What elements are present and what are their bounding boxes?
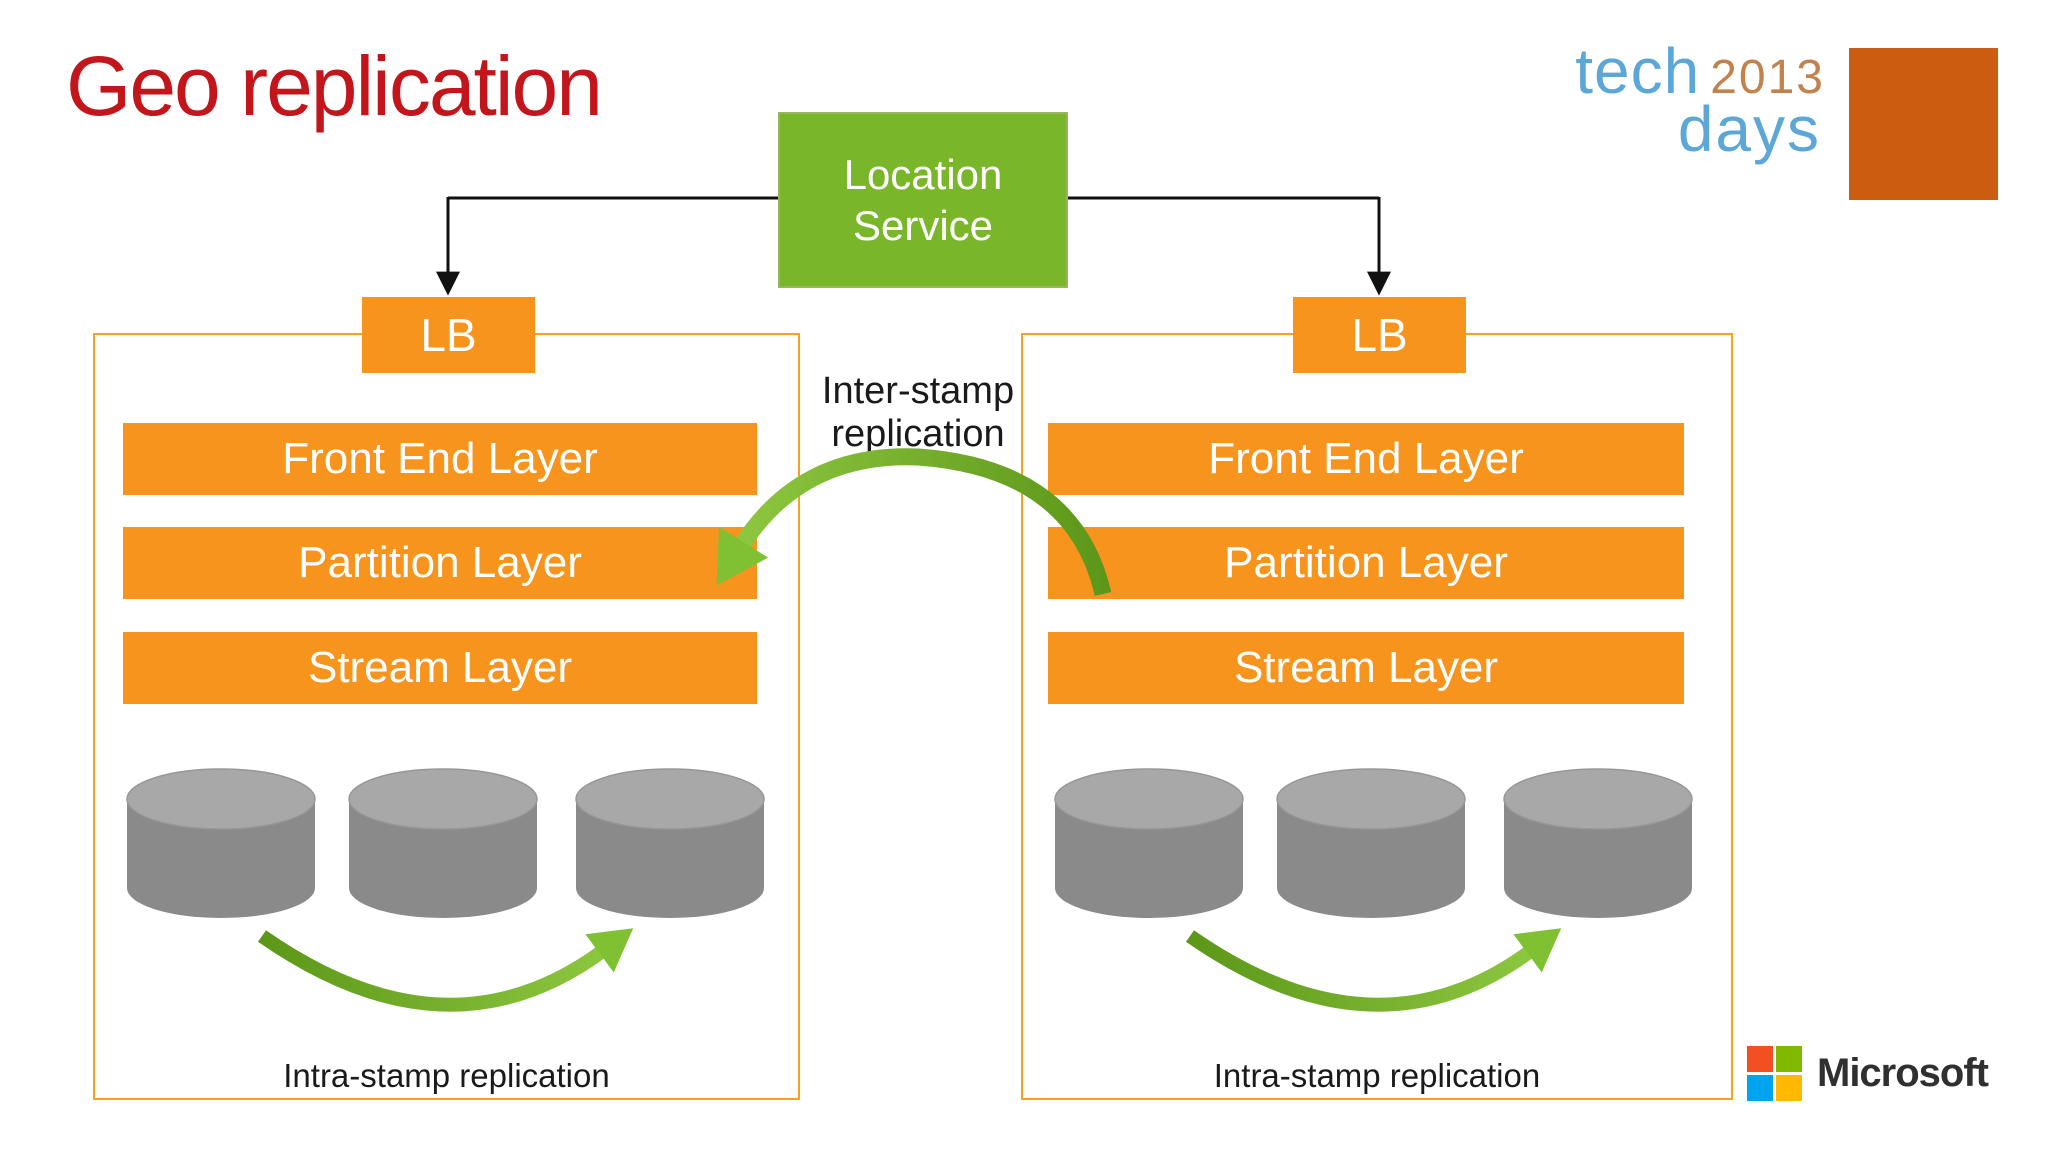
front-end-layer-right: Front End Layer [1048,423,1684,495]
intra-stamp-replication-label-left: Intra-stamp replication [283,1057,610,1094]
intra-stamp-replication-label-right: Intra-stamp replication [1213,1057,1541,1094]
load-balancer-left: LB [362,297,535,373]
inter-stamp-replication-line2: replication [831,412,1005,455]
techdays-logo: tech 2013 days [1540,34,1825,166]
partition-layer-right: Partition Layer [1048,527,1684,599]
microsoft-square-red [1747,1046,1773,1072]
techdays-logo-days: days [1677,93,1821,165]
location-service-label: Location Service [843,150,1003,249]
front-end-layer-left: Front End Layer [123,423,757,495]
stream-layer-left: Stream Layer [123,632,757,704]
microsoft-logo: Microsoft [1747,1046,1989,1101]
techdays-logo-year: 2013 [1710,51,1825,104]
microsoft-square-yellow [1776,1075,1802,1101]
partition-layer-left: Partition Layer [123,527,757,599]
slide-title: Geo replication [66,39,603,133]
microsoft-square-blue [1747,1075,1773,1101]
location-service-box: Location Service [778,112,1068,288]
microsoft-logo-icon [1747,1046,1802,1101]
stream-layer-right: Stream Layer [1048,632,1684,704]
inter-stamp-replication-label: Inter-stamp replication [768,370,1068,456]
load-balancer-right: LB [1293,297,1466,373]
techdays-logo-tech: tech [1575,35,1701,107]
microsoft-logo-text: Microsoft [1817,1051,1989,1095]
techdays-orange-square [1849,48,1998,200]
inter-stamp-replication-line1: Inter-stamp [821,370,1015,412]
microsoft-square-green [1776,1046,1802,1072]
